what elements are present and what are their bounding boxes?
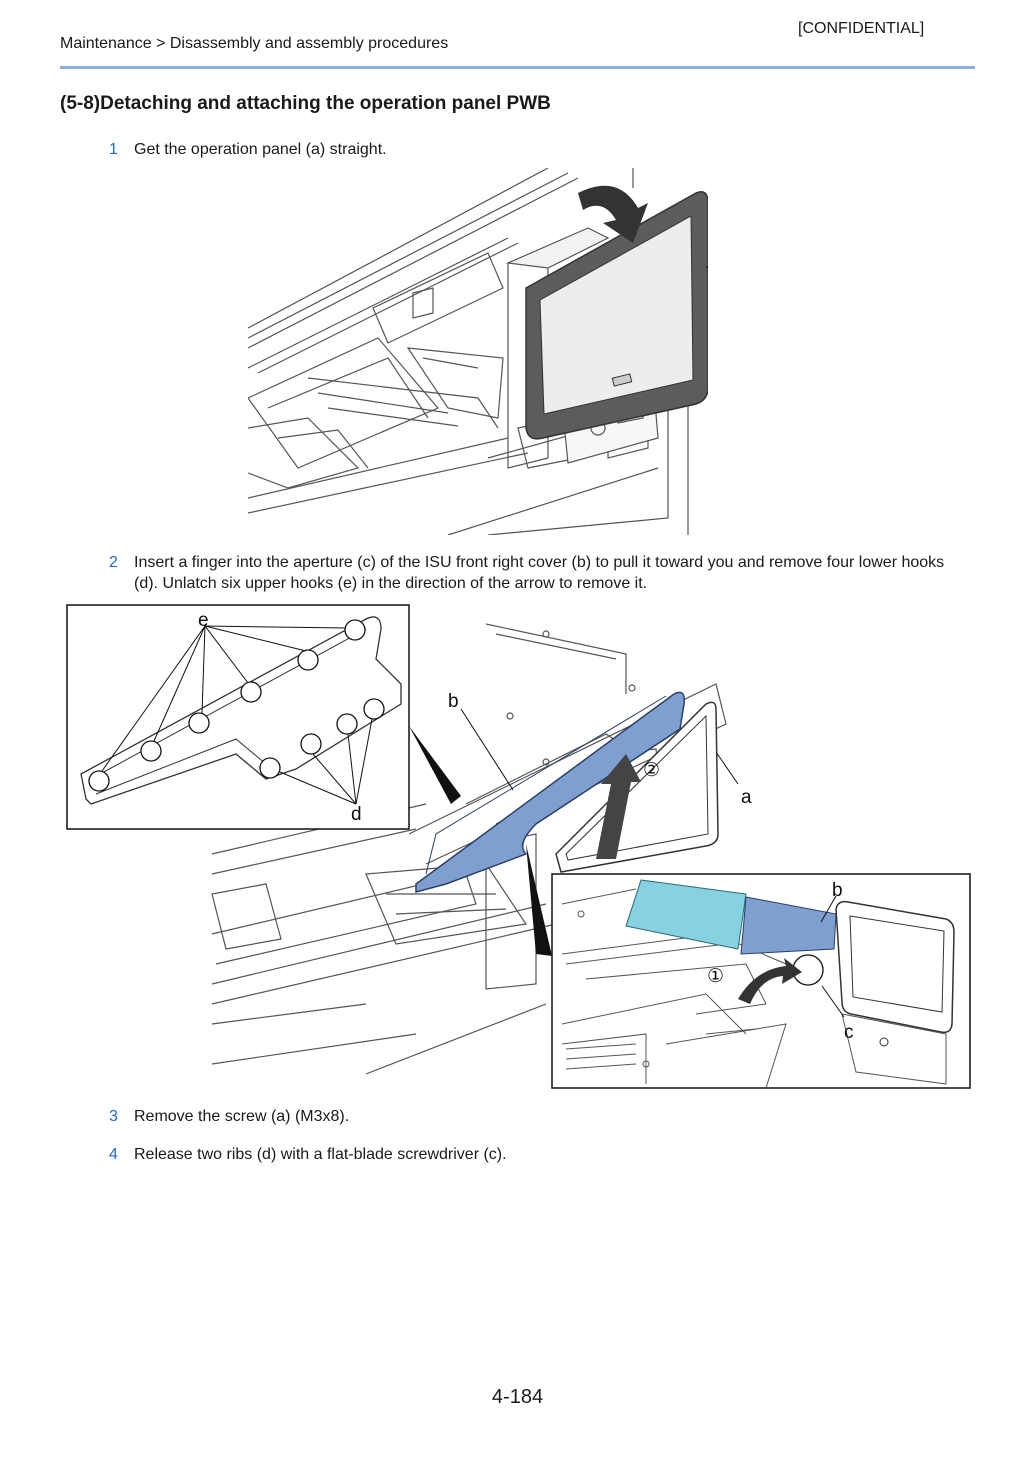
step-text: Insert a finger into the aperture (c) of… bbox=[134, 554, 945, 592]
inset-label-e: e bbox=[198, 610, 209, 631]
confidential-label: [CONFIDENTIAL] bbox=[798, 20, 925, 37]
inset-hooks-detail: e d bbox=[66, 604, 410, 830]
step-number: 4 bbox=[109, 1146, 118, 1163]
detail-label-b: b bbox=[832, 880, 843, 901]
figure-isu-cover-removal: ② b a e d bbox=[66, 604, 971, 1089]
breadcrumb: Maintenance > Disassembly and assembly p… bbox=[60, 35, 449, 52]
step-number: 3 bbox=[109, 1108, 118, 1125]
step-number: 2 bbox=[109, 554, 118, 571]
inset-label-d: d bbox=[351, 804, 362, 825]
label-b: b bbox=[448, 691, 459, 712]
label-a: a bbox=[741, 787, 752, 808]
detail-aperture-view: ① b c bbox=[551, 873, 971, 1089]
step-number: 1 bbox=[109, 141, 118, 158]
header-divider bbox=[60, 66, 975, 69]
page-number: 4-184 bbox=[491, 1386, 544, 1408]
label-step-2: ② bbox=[643, 760, 660, 781]
step-text: Release two ribs (d) with a flat-blade s… bbox=[134, 1146, 507, 1163]
figure-operation-panel: a bbox=[248, 168, 708, 535]
step-text: Get the operation panel (a) straight. bbox=[134, 141, 387, 158]
detail-label-step-1: ① bbox=[707, 966, 724, 987]
step-text: Remove the screw (a) (M3x8). bbox=[134, 1108, 350, 1125]
detail-label-c: c bbox=[844, 1022, 854, 1043]
section-title: (5-8)Detaching and attaching the operati… bbox=[60, 93, 551, 114]
